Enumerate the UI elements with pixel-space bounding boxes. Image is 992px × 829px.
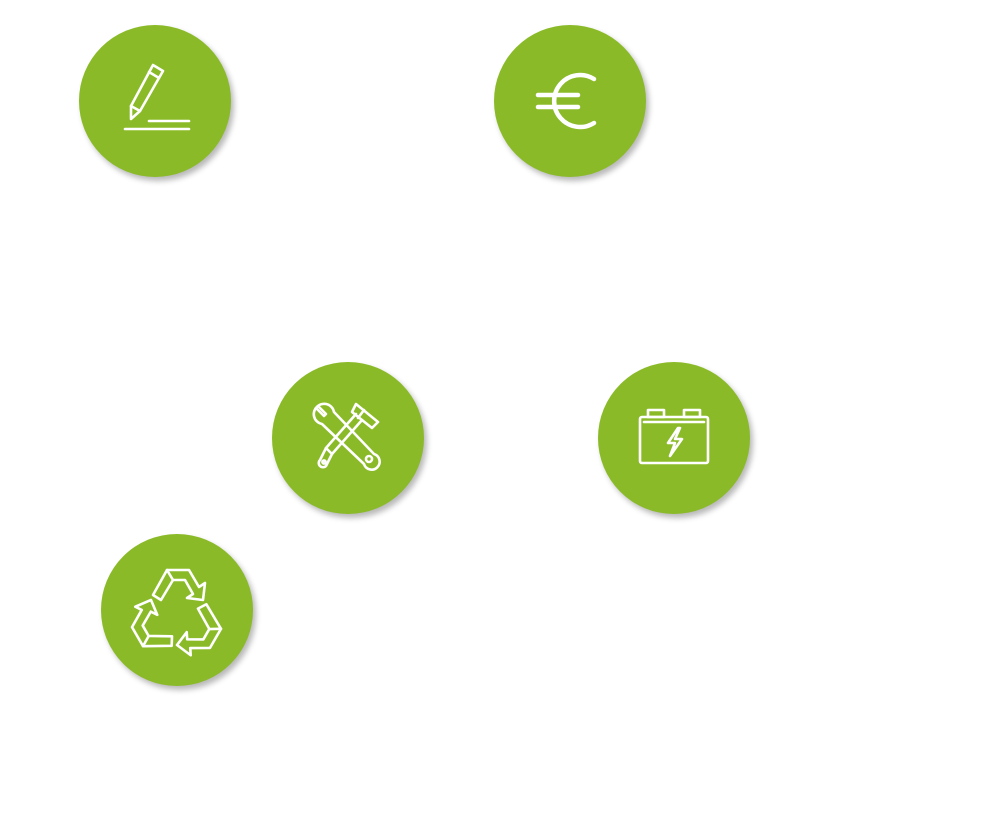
- battery-icon: [638, 408, 710, 465]
- pencil-icon: [123, 63, 191, 131]
- battery-icon-circle: [598, 362, 750, 514]
- recycle-arrow: [151, 568, 207, 602]
- wrench-hammer-icon: [312, 402, 381, 471]
- recycle-icon-circle: [101, 534, 253, 686]
- wrench-hammer-icon-circle: [272, 362, 424, 514]
- euro-icon: [535, 72, 597, 130]
- pencil-icon-circle: [79, 25, 231, 177]
- recycle-icon: [122, 568, 230, 664]
- euro-icon-circle: [494, 25, 646, 177]
